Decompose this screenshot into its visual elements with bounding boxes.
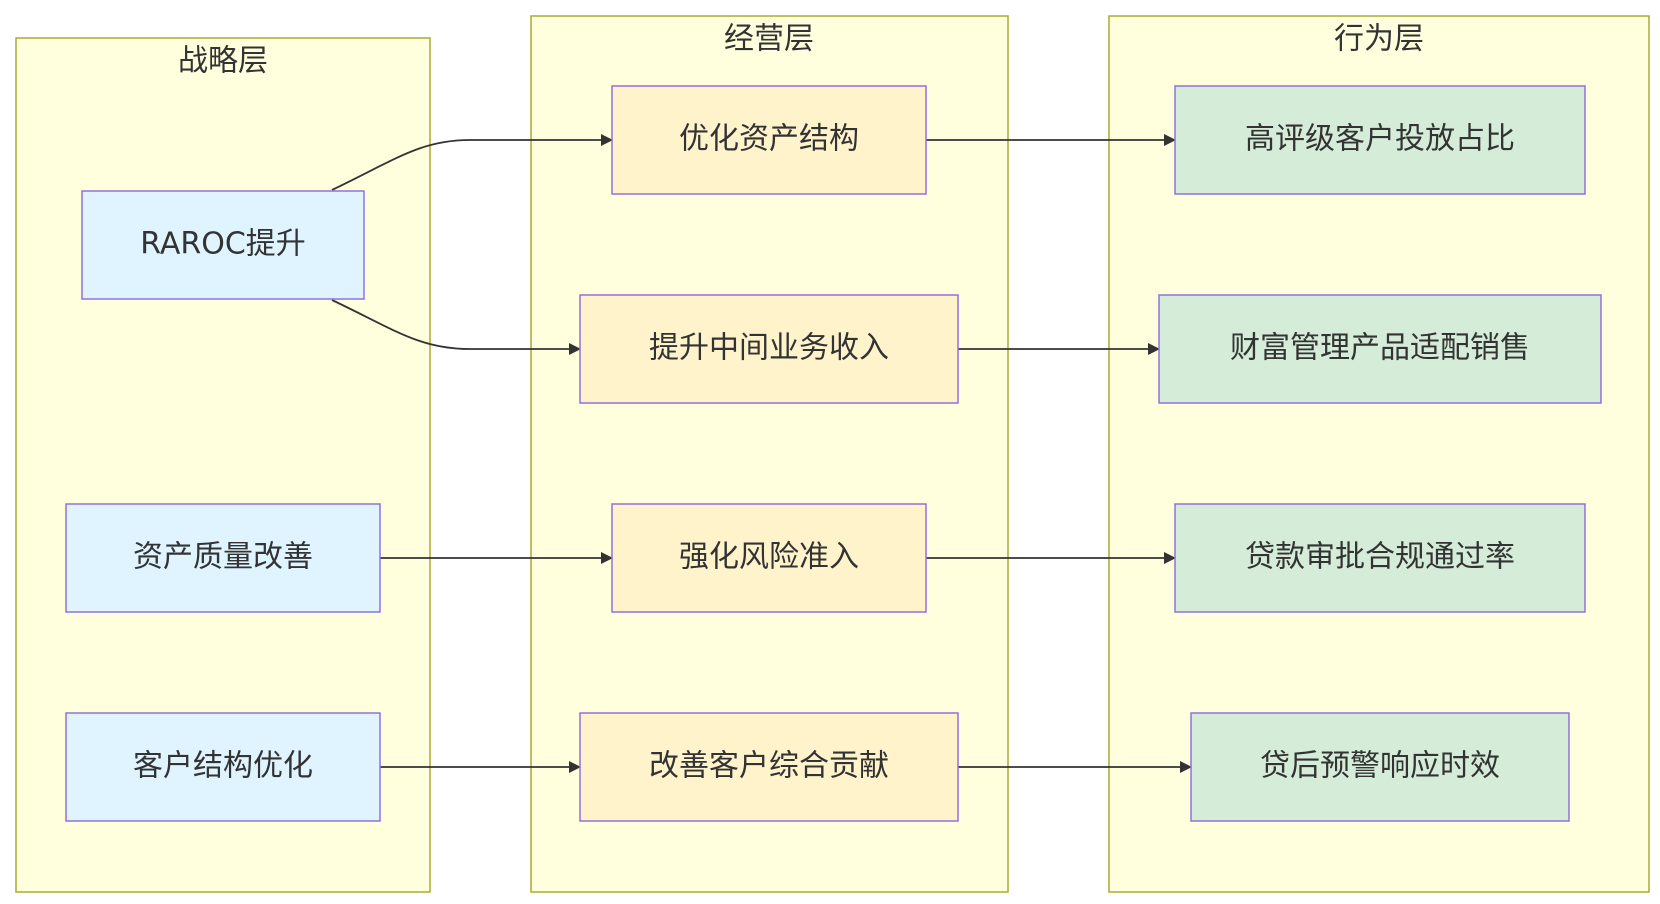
node-customer-contribution: 改善客户综合贡献: [579, 712, 959, 822]
node-asset-quality: 资产质量改善: [65, 503, 381, 613]
lane-operation-title: 经营层: [724, 22, 814, 57]
node-wealth-sales: 财富管理产品适配销售: [1158, 294, 1602, 404]
node-loan-compliance-label: 贷款审批合规通过率: [1245, 540, 1515, 575]
node-optimize-assets-box: [611, 85, 927, 195]
node-warning-response-box: [1190, 712, 1570, 822]
node-intermediate-income-box: [579, 294, 959, 404]
edge-raroc-to-intermediate-income: [331, 299, 581, 355]
node-raroc: RAROC提升: [81, 190, 365, 300]
node-customer-structure: 客户结构优化: [65, 712, 381, 822]
node-customer-structure-label: 客户结构优化: [133, 749, 313, 784]
node-loan-compliance-box: [1174, 503, 1586, 613]
node-raroc-box: [81, 190, 365, 300]
node-high-rating-ratio-box: [1174, 85, 1586, 195]
node-wealth-sales-box: [1158, 294, 1602, 404]
node-wealth-sales-label: 财富管理产品适配销售: [1230, 331, 1530, 366]
node-warning-response: 贷后预警响应时效: [1190, 712, 1570, 822]
lane-strategy-title: 战略层: [178, 44, 268, 79]
node-intermediate-income-label: 提升中间业务收入: [649, 331, 889, 366]
edge-raroc-to-optimize-assets: [331, 134, 613, 191]
node-intermediate-income: 提升中间业务收入: [579, 294, 959, 404]
node-customer-contribution-box: [579, 712, 959, 822]
node-optimize-assets: 优化资产结构: [611, 85, 927, 195]
node-risk-access: 强化风险准入: [611, 503, 927, 613]
node-risk-access-label: 强化风险准入: [679, 540, 859, 575]
node-high-rating-ratio-label: 高评级客户投放占比: [1245, 122, 1515, 157]
node-customer-contribution-label: 改善客户综合贡献: [649, 749, 889, 784]
node-asset-quality-box: [65, 503, 381, 613]
node-warning-response-label: 贷后预警响应时效: [1260, 749, 1500, 784]
edges: [331, 134, 1192, 773]
node-asset-quality-label: 资产质量改善: [133, 540, 313, 575]
node-customer-structure-box: [65, 712, 381, 822]
lane-behavior-title: 行为层: [1334, 22, 1424, 57]
node-optimize-assets-label: 优化资产结构: [679, 122, 859, 157]
node-raroc-label: RAROC提升: [140, 227, 306, 262]
node-loan-compliance: 贷款审批合规通过率: [1174, 503, 1586, 613]
node-risk-access-box: [611, 503, 927, 613]
node-high-rating-ratio: 高评级客户投放占比: [1174, 85, 1586, 195]
